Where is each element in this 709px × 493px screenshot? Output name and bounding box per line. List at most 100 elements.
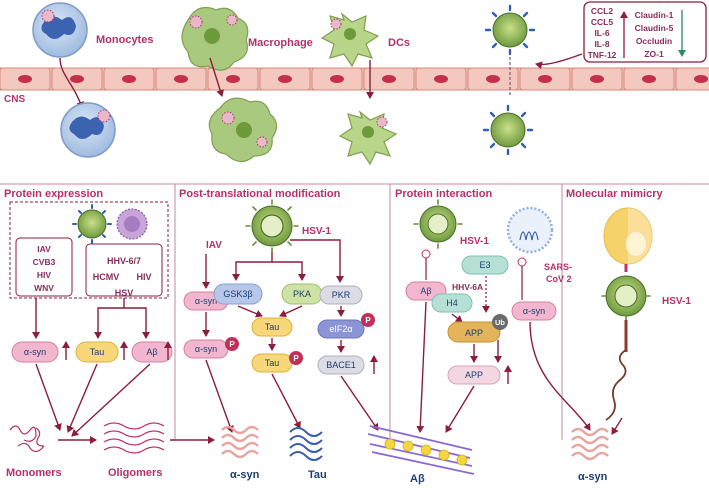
iav-label-ptm: IAV bbox=[206, 240, 222, 251]
asyn-fibril-label: α-syn bbox=[230, 469, 260, 481]
arrow-asyn-monomers bbox=[35, 363, 62, 431]
tau-pill-pe: Tau bbox=[75, 341, 119, 363]
arrow-hsv1-pka bbox=[272, 261, 306, 281]
endothelial-nucleus bbox=[226, 75, 240, 83]
dendritic-cell-top bbox=[320, 12, 380, 68]
virus-list-box-2 bbox=[85, 243, 163, 297]
virus-list-1-item-2: HIV bbox=[37, 270, 52, 280]
arrow-h4-app bbox=[451, 313, 463, 323]
bbb-layer bbox=[0, 67, 709, 91]
arrow-app-fibrils bbox=[445, 385, 475, 433]
arrow-asyn-fibrils bbox=[205, 359, 234, 433]
dendritic-cell-cns bbox=[338, 110, 398, 166]
tight-junction-item-2: Occludin bbox=[636, 36, 672, 46]
pka-label: PKA bbox=[293, 289, 311, 299]
e3-label: E3 bbox=[479, 260, 490, 270]
abeta-pill-pe: Aβ bbox=[131, 341, 173, 363]
phospho-label-asyn: P bbox=[229, 340, 235, 349]
hsv1-virus-pi bbox=[413, 199, 463, 249]
arrow-sars-asyn-fibrils bbox=[529, 321, 591, 431]
endothelial-nucleus bbox=[694, 75, 708, 83]
phospho-label-eif: P bbox=[365, 316, 371, 325]
section-title-molecular-mimicry: Molecular mimicry bbox=[566, 188, 663, 200]
monocyte-cell-cns bbox=[60, 102, 116, 158]
tight-junction-item-3: ZO-1 bbox=[644, 49, 664, 59]
section-title-ptm: Post-translational modification bbox=[179, 188, 341, 200]
abeta-label-pe: Aβ bbox=[146, 347, 157, 357]
endothelial-nucleus bbox=[538, 75, 552, 83]
endothelial-nucleus bbox=[18, 75, 32, 83]
virus-purple-pe bbox=[116, 208, 148, 240]
asyn-pill-pe: α-syn bbox=[11, 341, 59, 363]
tau-fibrils-icon bbox=[289, 427, 323, 461]
e3-pill: E3 bbox=[461, 255, 509, 275]
arrow-hsv1-gsk bbox=[232, 252, 273, 281]
virus-hhv67: HHV-6/7 bbox=[107, 256, 141, 266]
virus-list-box-1 bbox=[15, 237, 73, 297]
section-title-protein-expression: Protein expression bbox=[4, 188, 103, 200]
tau-label-ptm-1: Tau bbox=[265, 322, 280, 332]
monomers-label: Monomers bbox=[6, 467, 62, 479]
virus-hcmv: HCMV bbox=[93, 272, 120, 282]
binding-icon-hsv bbox=[421, 249, 431, 259]
tight-junction-item-0: Claudin-1 bbox=[635, 10, 674, 20]
monocytes-label: Monocytes bbox=[96, 34, 153, 46]
monomers-icon bbox=[9, 425, 45, 453]
virus-list-1-item-3: WNV bbox=[34, 283, 54, 293]
section-title-protein-interaction: Protein interaction bbox=[395, 188, 492, 200]
virus-cns bbox=[482, 104, 534, 156]
asyn-fibril-label-2: α-syn bbox=[578, 471, 608, 483]
macrophage-cell-top bbox=[181, 7, 249, 71]
arrow-monocyte-cns bbox=[59, 57, 85, 109]
asyn-fibrils-icon-2 bbox=[571, 427, 609, 461]
asyn-fibrils-icon bbox=[221, 425, 259, 459]
mimic-protein-strand bbox=[605, 349, 627, 421]
app-label-2: APP bbox=[465, 370, 483, 380]
app-pill-2: APP bbox=[447, 365, 501, 385]
sars-cov2-virus bbox=[506, 206, 554, 254]
app-label-1: APP bbox=[465, 328, 483, 338]
endothelial-nucleus bbox=[486, 75, 500, 83]
oligomers-label: Oligomers bbox=[108, 467, 162, 479]
cytokine-up-item-0: CCL2 bbox=[591, 6, 613, 16]
endothelial-nucleus bbox=[642, 75, 656, 83]
monocyte-cell-top bbox=[32, 2, 88, 58]
macrophage-cell-cns bbox=[208, 97, 278, 163]
virus-list-1-item-1: CVB3 bbox=[33, 257, 56, 267]
h4-label: H4 bbox=[446, 298, 458, 308]
tau-pill-ptm-2: Tau P bbox=[251, 351, 303, 373]
hsv1-virus-ptm bbox=[245, 199, 299, 253]
endothelial-nucleus bbox=[174, 75, 188, 83]
tau-label-pe: Tau bbox=[90, 347, 105, 357]
tau-label-ptm-2: Tau bbox=[265, 358, 280, 368]
viruses-dashed-box bbox=[9, 201, 169, 299]
cytokine-up-item-3: IL-8 bbox=[594, 39, 609, 49]
virus-list-1-item-0: IAV bbox=[37, 244, 51, 254]
ubiquitin-icon bbox=[492, 314, 508, 330]
neuron-cell-mm bbox=[603, 207, 653, 265]
cytokine-up-item-2: IL-6 bbox=[594, 28, 609, 38]
hsv1-virus-mm bbox=[601, 275, 651, 321]
endothelial-nucleus bbox=[434, 75, 448, 83]
tau-fibril-label: Tau bbox=[308, 469, 327, 481]
endothelial-cell bbox=[675, 67, 709, 91]
abeta-fibrils-icon bbox=[367, 425, 475, 475]
endothelial-nucleus bbox=[70, 75, 84, 83]
arrow-pe-abeta bbox=[124, 307, 150, 339]
oligomers-icon bbox=[103, 422, 165, 454]
endothelial-nucleus bbox=[590, 75, 604, 83]
eif2a-pill: eIF2α P bbox=[317, 313, 375, 339]
virus-hiv-2: HIV bbox=[136, 272, 151, 282]
arrow-macrophage-cns bbox=[209, 57, 225, 97]
asyn-label-ptm-1: α-syn bbox=[195, 296, 217, 306]
tight-junction-item-1: Claudin-5 bbox=[635, 23, 674, 33]
arrow-abeta-fibrils bbox=[416, 301, 427, 433]
cytokine-up-item-1: CCL5 bbox=[591, 17, 613, 27]
dcs-label: DCs bbox=[388, 37, 410, 49]
pkr-label: PKR bbox=[332, 290, 351, 300]
